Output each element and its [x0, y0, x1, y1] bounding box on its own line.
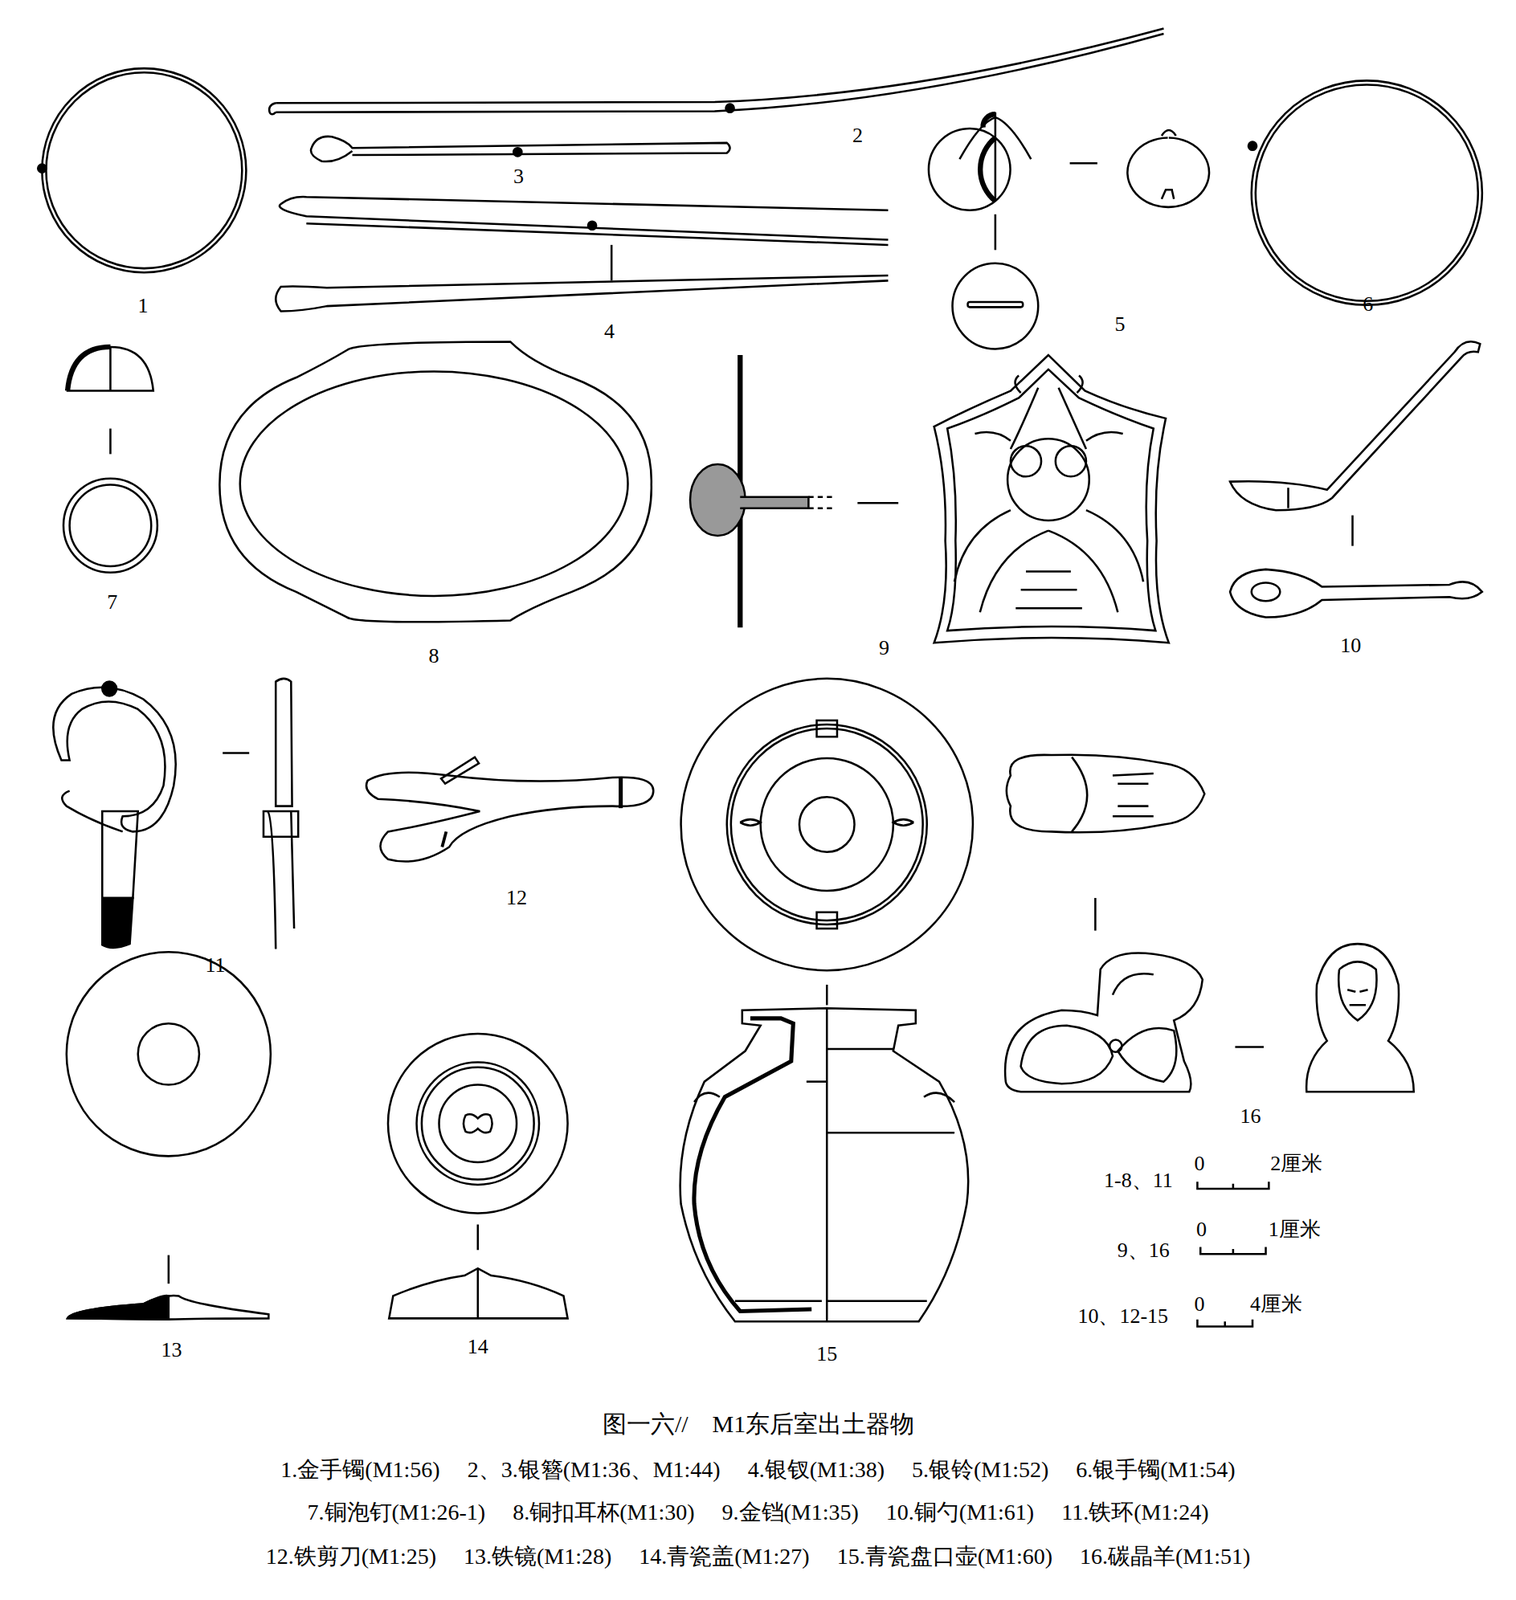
callout-number: 11: [205, 955, 226, 977]
scale-label: 4厘米: [1250, 1294, 1303, 1316]
scale-label: 0: [1196, 1219, 1207, 1241]
caption-item: 4.银钗(M1:38): [747, 1454, 885, 1486]
caption-item: 12.铁剪刀(M1:25): [265, 1541, 437, 1573]
caption-item: 8.铜扣耳杯(M1:30): [512, 1497, 695, 1529]
callout-number: 2: [852, 125, 863, 147]
caption-item: 5.银铃(M1:52): [911, 1454, 1049, 1486]
callout-number: 1: [137, 295, 148, 317]
scale-label: 0: [1194, 1153, 1206, 1175]
callout-number: 10: [1340, 635, 1361, 657]
figure-title: 图一六// M1东后室出土器物: [602, 1412, 915, 1437]
callout-number: 9: [878, 637, 890, 659]
caption-item: 15.青瓷盘口壶(M1:60): [837, 1541, 1053, 1573]
callout-number: 12: [506, 887, 528, 909]
caption-item: 16.碳晶羊(M1:51): [1079, 1541, 1251, 1573]
callout-number: 8: [429, 645, 440, 667]
callout-number: 4: [604, 321, 615, 343]
caption-row: 1.金手镯(M1:56) 2、3.银簪(M1:36、M1:44) 4.银钗(M1:3…: [0, 1454, 1516, 1486]
callout-number: 6: [1362, 294, 1373, 315]
scale-label: 1厘米: [1268, 1219, 1321, 1241]
caption-item: 9.金铛(M1:35): [722, 1497, 859, 1529]
scale-label: 2厘米: [1270, 1153, 1323, 1175]
scale-label: 0: [1194, 1294, 1206, 1316]
callout-number: 13: [160, 1340, 182, 1361]
caption-item: 1.金手镯(M1:56): [280, 1454, 440, 1486]
caption-item: 6.银手镯(M1:54): [1075, 1454, 1235, 1486]
caption-item: 11.铁环(M1:24): [1061, 1497, 1209, 1529]
caption-row: 7.铜泡钉(M1:26-1) 8.铜扣耳杯(M1:30) 9.金铛(M1:35) 10…: [0, 1497, 1516, 1529]
scale-label: 1-8、11: [1103, 1170, 1173, 1192]
scale-label: 10、12-15: [1077, 1306, 1169, 1328]
callout-number: 16: [1240, 1106, 1262, 1128]
callout-number: 7: [106, 592, 118, 613]
caption-item: 13.铁镜(M1:28): [463, 1541, 612, 1573]
caption-item: 7.铜泡钉(M1:26-1): [307, 1497, 487, 1529]
caption-item: 14.青瓷盖(M1:27): [638, 1541, 810, 1573]
callout-number: 3: [513, 166, 524, 188]
caption-item: 2、3.银簪(M1:36、M1:44): [467, 1454, 721, 1486]
callout-number: 5: [1114, 314, 1125, 336]
callout-number: 15: [816, 1344, 838, 1365]
caption-item: 10.铜勺(M1:61): [886, 1497, 1034, 1529]
callout-number: 14: [467, 1336, 489, 1358]
caption-row: 12.铁剪刀(M1:25) 13.铁镜(M1:28) 14.青瓷盖(M1:27) 15…: [0, 1541, 1516, 1573]
scale-label: 9、16: [1117, 1240, 1170, 1262]
